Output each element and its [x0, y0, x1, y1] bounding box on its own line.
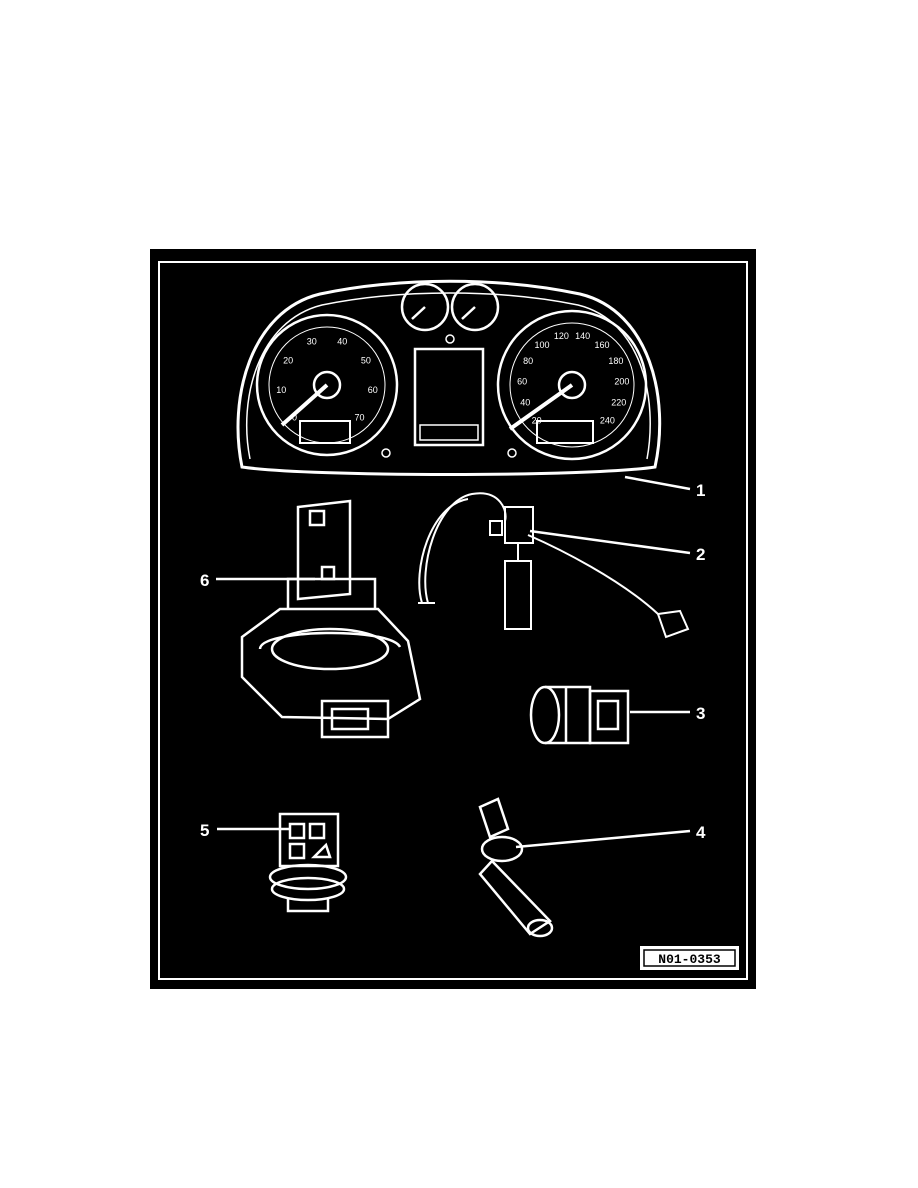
- left-gauge-tick-label: 0: [292, 413, 297, 423]
- callout-2: 2: [696, 545, 705, 564]
- figure-id-box: [640, 946, 739, 970]
- oil-level-sensor-icon: [240, 499, 422, 739]
- leader-lines: [216, 475, 691, 849]
- figure-id-inner: [643, 949, 736, 967]
- right-gauge-tick-label: 140: [575, 331, 590, 341]
- leader-line-4: [515, 829, 691, 849]
- left-gauge-tick-label: 70: [354, 413, 364, 423]
- instrument-cluster-icon: [236, 279, 662, 476]
- right-gauge-tick-label: 160: [594, 340, 609, 350]
- right-gauge-tick-label: 20: [532, 415, 542, 425]
- right-gauge-tick-label: 80: [523, 356, 533, 366]
- right-gauge-tick-label: 220: [611, 398, 626, 408]
- callout-6: 6: [200, 571, 209, 590]
- callout-1: 1: [696, 481, 705, 500]
- left-gauge-tick-label: 50: [361, 356, 371, 366]
- pressure-switch-icon: [268, 812, 348, 913]
- right-gauge-tick-label: 200: [614, 376, 629, 386]
- right-gauge-tick-label: 40: [520, 398, 530, 408]
- left-gauge-ticks: 0 10 20 30 40 50 60 70: [276, 337, 377, 423]
- inner-frame: [158, 261, 748, 980]
- callout-4: 4: [696, 823, 706, 842]
- sensor-probe-icon: [478, 797, 554, 938]
- right-gauge-tick-label: 120: [554, 331, 569, 341]
- right-gauge-tick-label: 240: [600, 415, 615, 425]
- figure-id-label: N01-0353: [658, 952, 721, 967]
- wire-connector-icon: [418, 492, 690, 639]
- left-gauge-tick-label: 20: [283, 356, 293, 366]
- temperature-sender-icon: [529, 685, 630, 745]
- right-gauge-tick-label: 100: [534, 340, 549, 350]
- left-gauge-tick-label: 60: [368, 385, 378, 395]
- leader-line-1: [624, 475, 691, 491]
- left-gauge-tick-label: 30: [307, 337, 317, 347]
- leader-line-2: [529, 529, 691, 555]
- callout-3: 3: [696, 704, 705, 723]
- left-gauge-tick-label: 10: [276, 385, 286, 395]
- left-gauge-tick-label: 40: [337, 337, 347, 347]
- right-gauge-tick-label: 180: [608, 356, 623, 366]
- right-gauge-tick-label: 60: [517, 376, 527, 386]
- callout-5: 5: [200, 821, 209, 840]
